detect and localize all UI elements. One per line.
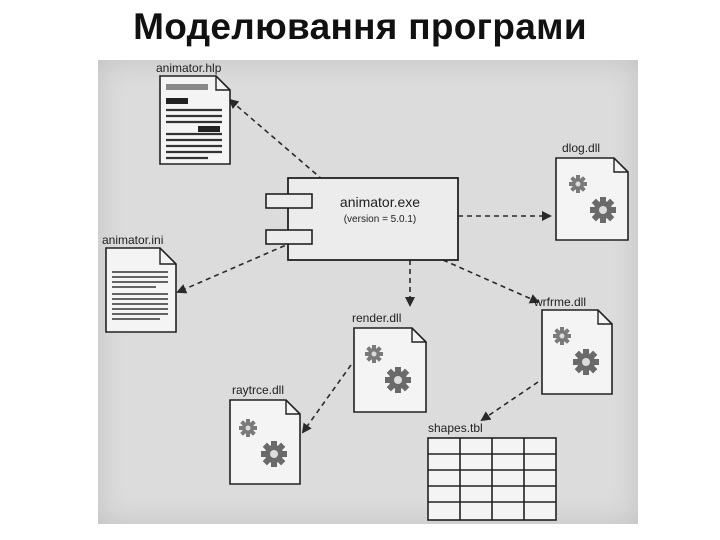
gear-icon [590,197,616,223]
artifact-help: animator.hlp [156,61,231,165]
library-icon [541,309,613,395]
component-version: (version = 5.0.1) [344,214,417,225]
component-animator-exe: animator.exe (version = 5.0.1) [265,177,459,261]
gear-icon [553,327,571,345]
gear-icon [239,419,257,437]
arrow-to-raytrce [301,364,352,434]
artifact-raytrce: raytrce.dll [229,383,301,485]
artifact-raytrce-label: raytrce.dll [232,383,284,397]
gear-icon [573,349,599,375]
artifact-wrfrme: wrfrme.dll [533,295,613,395]
arrow-to-help [228,98,324,181]
arrow-to-ini [176,241,294,294]
gear-icon [385,367,411,393]
table-icon [427,437,557,521]
artifact-render: render.dll [352,311,427,413]
gear-icon [569,175,587,193]
artifact-ini: animator.ini [102,233,177,333]
artifact-dlog-label: dlog.dll [562,141,600,155]
dependency-arrows [176,98,552,434]
deployment-diagram: animator.exe (version = 5.0.1) animator.… [102,61,629,521]
slide-title: Моделювання програми [133,6,587,47]
artifact-render-label: render.dll [352,311,401,325]
artifact-wrfrme-label: wrfrme.dll [533,295,586,309]
component-port-top [265,193,313,209]
diagram-photo: animator.exe (version = 5.0.1) animator.… [98,60,638,524]
artifact-ini-label: animator.ini [102,233,163,247]
gear-icon [365,345,383,363]
library-icon [555,157,629,241]
gear-icon [261,441,287,467]
artifact-dlog: dlog.dll [555,141,629,241]
artifact-shapes: shapes.tbl [427,421,557,521]
library-icon [229,399,301,485]
document-icon [105,247,177,333]
component-name: animator.exe [340,194,420,210]
arrow-to-shapes [480,381,539,422]
artifact-help-label: animator.hlp [156,61,222,75]
component-port-bottom [265,229,313,245]
artifact-shapes-label: shapes.tbl [428,421,483,435]
arrow-to-wrfrme [442,259,540,304]
